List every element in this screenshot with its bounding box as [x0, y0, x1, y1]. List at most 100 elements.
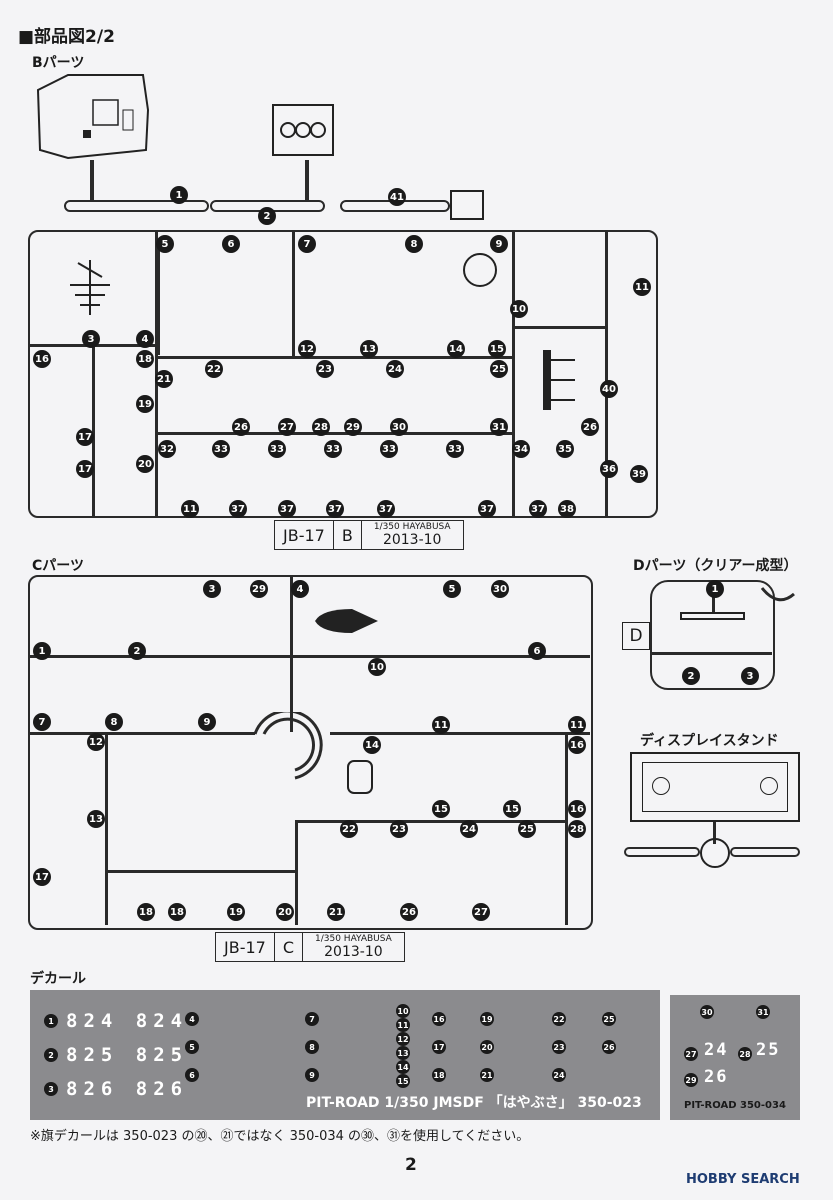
part-number-badge: 22 [340, 820, 358, 838]
decal-number: 12 [396, 1032, 410, 1046]
d-sprue-letter: D [622, 622, 650, 650]
part-number-badge: 37 [377, 500, 395, 518]
part-number-badge: 15 [488, 340, 506, 358]
b-sprue-tag: JB-17 B 1/350 HAYABUSA 2013-10 [274, 520, 464, 550]
part-number-badge: 36 [600, 460, 618, 478]
tag-date: 2013-10 [324, 944, 383, 960]
part-number-badge: 37 [229, 500, 247, 518]
part-number-badge: 21 [327, 903, 345, 921]
decal-number: 15 [396, 1074, 410, 1088]
decal-sheet-main: 1 824 824 2 825 825 3 826 826 4 7 5 8 6 … [30, 990, 660, 1120]
part-number-badge: 2 [682, 667, 700, 685]
decal-number: 2 [44, 1048, 58, 1062]
decal-number: 31 [756, 1005, 770, 1019]
part-number-badge: 2 [128, 642, 146, 660]
part-number-badge: 37 [529, 500, 547, 518]
part-number-badge: 29 [250, 580, 268, 598]
part-number-badge: 20 [136, 455, 154, 473]
part-number-badge: 6 [528, 642, 546, 660]
decal-number: 11 [396, 1018, 410, 1032]
part-number-badge: 15 [503, 800, 521, 818]
decal-number: 29 [684, 1073, 698, 1087]
part-number-badge: 26 [232, 418, 250, 436]
part-number-badge: 22 [205, 360, 223, 378]
part-number-badge: 23 [390, 820, 408, 838]
decal-number: 1 [44, 1014, 58, 1028]
part-number-badge: 10 [510, 300, 528, 318]
part-number-badge: 16 [568, 800, 586, 818]
mast-drawing [70, 260, 110, 315]
decal-number: 18 [432, 1068, 446, 1082]
c-sprue-tag: JB-17 C 1/350 HAYABUSA 2013-10 [215, 932, 405, 962]
decal-number: 4 [185, 1012, 199, 1026]
part-number-badge: 29 [344, 418, 362, 436]
section-d-label: Dパーツ（クリアー成型） [633, 558, 798, 574]
decal-number: 5 [185, 1040, 199, 1054]
part-number-badge: 33 [324, 440, 342, 458]
part-number-badge: 33 [446, 440, 464, 458]
part-number-badge: 17 [33, 868, 51, 886]
part-number-badge: 3 [203, 580, 221, 598]
part-number-badge: 3 [82, 330, 100, 348]
part-number-badge: 11 [181, 500, 199, 518]
part-number-badge: 13 [87, 810, 105, 828]
part-number-badge: 28 [312, 418, 330, 436]
part-number-badge: 32 [158, 440, 176, 458]
part-number-badge: 7 [298, 235, 316, 253]
part-number-badge: 27 [472, 903, 490, 921]
decal-number: 3 [44, 1082, 58, 1096]
part-number-badge: 40 [600, 380, 618, 398]
decal-number: 6 [185, 1068, 199, 1082]
part-number-badge: 10 [368, 658, 386, 676]
part-number-badge: 39 [630, 465, 648, 483]
part-number-badge: 9 [198, 713, 216, 731]
part-number-badge: 14 [363, 736, 381, 754]
part-number-badge: 11 [432, 716, 450, 734]
section-c-label: Cパーツ [32, 558, 84, 574]
part-number-badge: 23 [316, 360, 334, 378]
decal-number: 16 [432, 1012, 446, 1026]
part-number-badge: 19 [227, 903, 245, 921]
part-number-badge: 18 [137, 903, 155, 921]
part-number-badge: 19 [136, 395, 154, 413]
decal-row: 1 824 824 [44, 1010, 188, 1032]
decal-number: 13 [396, 1046, 410, 1060]
part-number-badge: 25 [518, 820, 536, 838]
decal-24: 24 [704, 1040, 729, 1060]
part-number-badge: 7 [33, 713, 51, 731]
d-part-1-drawing [680, 612, 745, 620]
decal-number: 23 [552, 1040, 566, 1054]
flag-decal-note: ※旗デカールは 350-023 の⑳、㉑ではなく 350-034 の㉚、㉛を使用… [30, 1129, 530, 1144]
part-14-drawing [347, 760, 373, 794]
decal-number: 7 [305, 1012, 319, 1026]
tag-letter: C [275, 933, 303, 961]
decal-number: 17 [432, 1040, 446, 1054]
part-number-badge: 18 [168, 903, 186, 921]
part-number-badge: 11 [633, 278, 651, 296]
part-number-badge: 37 [478, 500, 496, 518]
d-sprue-hook [760, 587, 795, 602]
decal-hull-number: 825 825 [66, 1044, 189, 1066]
decal-number: 20 [480, 1040, 494, 1054]
part-number-badge: 1 [706, 580, 724, 598]
part-number-badge: 16 [568, 736, 586, 754]
boat-drawing [315, 609, 378, 633]
decal-caption: PIT-ROAD 1/350 JMSDF 「はやぶさ」 350-023 [306, 1095, 642, 1111]
part-number-badge: 21 [155, 370, 173, 388]
decal-number: 8 [305, 1040, 319, 1054]
decal-26: 26 [704, 1067, 729, 1087]
part-number-badge: 13 [360, 340, 378, 358]
part-number-badge: 9 [490, 235, 508, 253]
part-number-badge: 1 [33, 642, 51, 660]
hull-drawing [36, 74, 150, 160]
part-number-badge: 30 [390, 418, 408, 436]
part-number-badge: 12 [87, 733, 105, 751]
section-b-label: Bパーツ [32, 55, 85, 71]
decal-hull-number: 824 824 [66, 1010, 189, 1032]
tag-scale: 1/350 HAYABUSA [373, 522, 451, 532]
stand-base [630, 752, 800, 822]
radar-dish-drawing [463, 253, 497, 287]
part-number-badge: 8 [105, 713, 123, 731]
sprue-arc [253, 712, 323, 780]
